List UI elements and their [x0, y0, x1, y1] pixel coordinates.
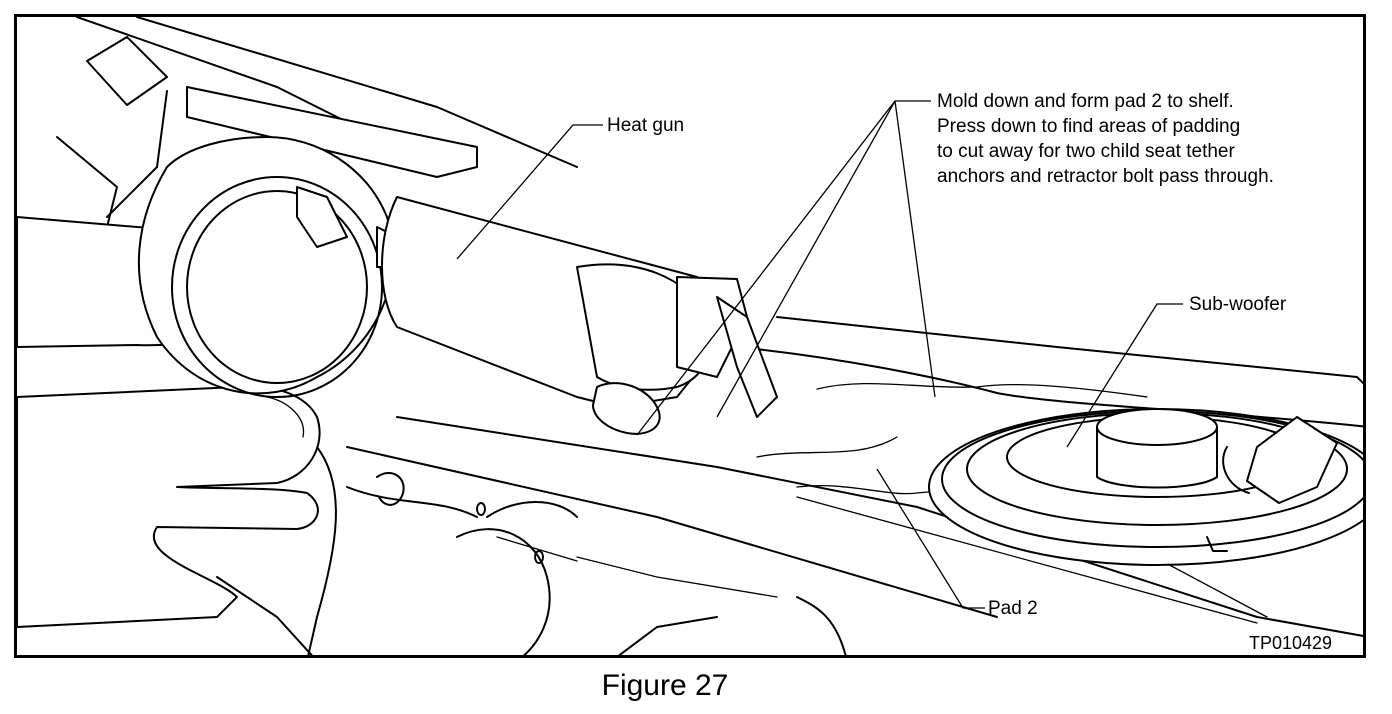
leader-lines: [456, 100, 1183, 609]
subwoofer-label: Sub-woofer: [1189, 294, 1287, 315]
heat-gun: [137, 86, 778, 435]
line-illustration: [17, 17, 1363, 655]
mold-line-4: anchors and retractor bolt pass through.: [937, 166, 1274, 187]
mold-line-3: to cut away for two child seat tether: [937, 141, 1235, 162]
heat-gun-label: Heat gun: [607, 115, 685, 136]
figure-frame: Heat gun Mold down and form pad 2 to she…: [14, 14, 1366, 658]
mold-instructions-label: Mold down and form pad 2 to shelf. Press…: [937, 89, 1274, 189]
trim-panel: [216, 446, 847, 655]
subwoofer-drawing: [928, 408, 1363, 566]
figure-caption: Figure 27: [601, 669, 729, 702]
mold-line-2: Press down to find areas of padding: [937, 116, 1241, 137]
package-shelf: [346, 316, 1363, 637]
pad2-label: Pad 2: [988, 598, 1038, 619]
mold-line-1: Mold down and form pad 2 to shelf.: [937, 91, 1234, 112]
figure-id: TP010429: [1249, 633, 1333, 653]
